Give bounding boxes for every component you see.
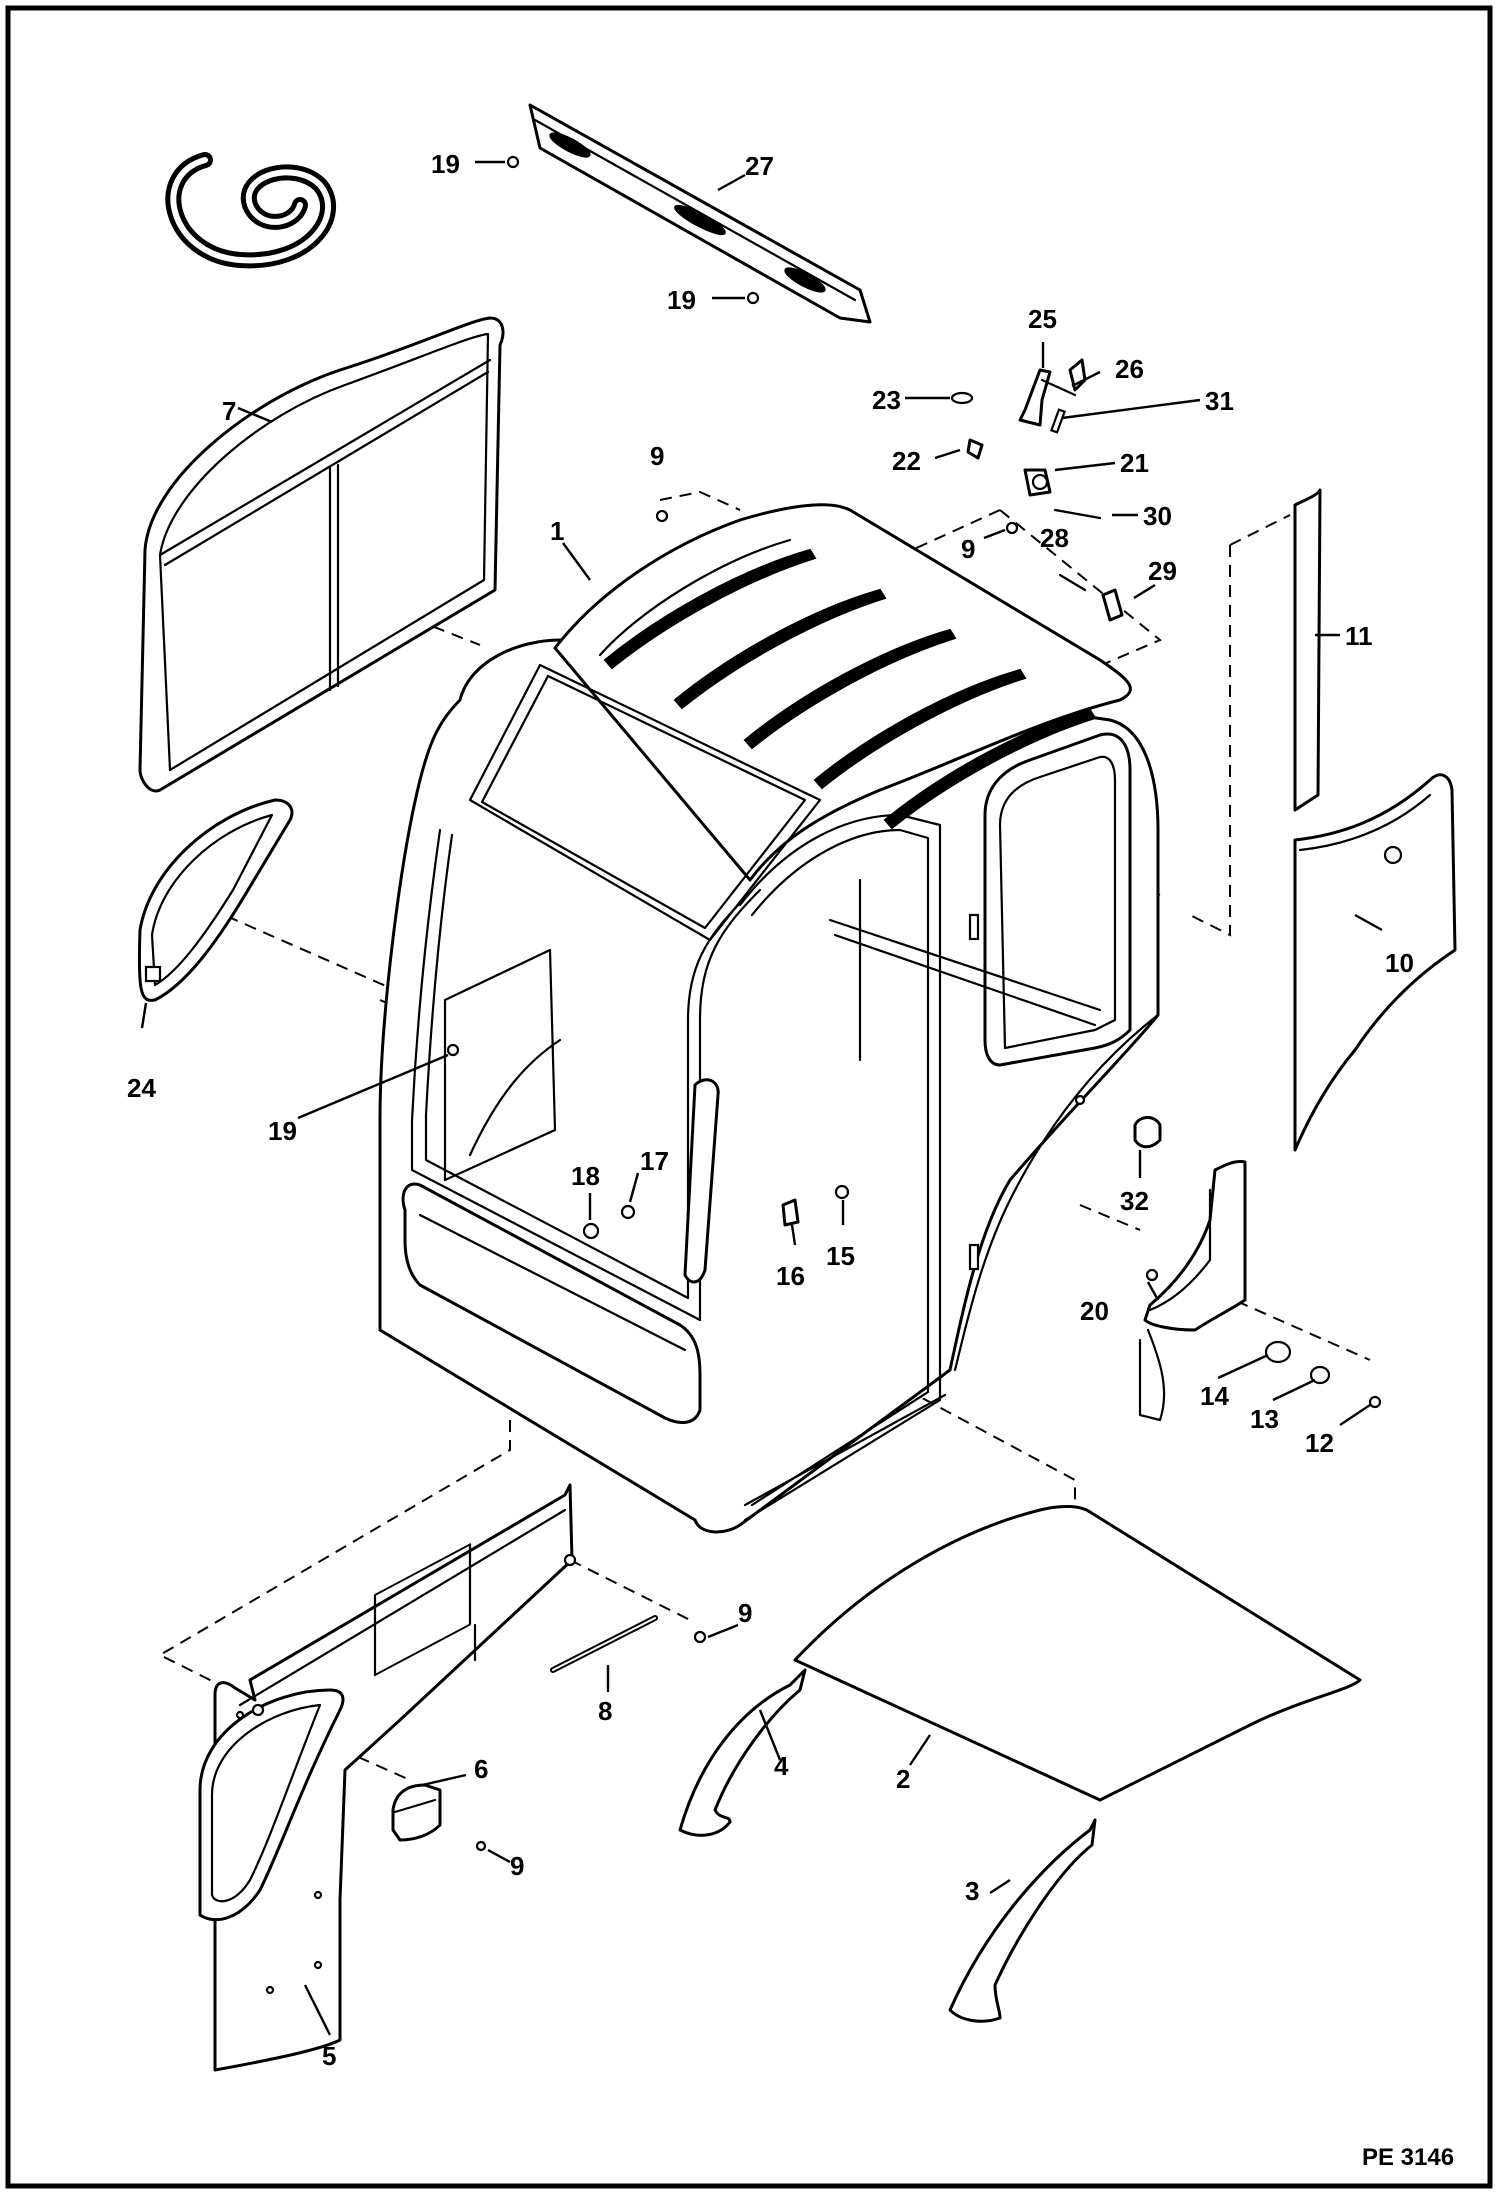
part-9-fastener: [1005, 521, 1019, 535]
callout-8: 8: [598, 1696, 612, 1726]
callout-17: 17: [640, 1146, 669, 1176]
part-23-bolt: [950, 391, 974, 405]
callout-24: 24: [127, 1073, 156, 1103]
callout-19: 19: [268, 1116, 297, 1146]
callout-23: 23: [872, 385, 901, 415]
part-31-pin: [1050, 408, 1066, 434]
callout-2: 2: [896, 1764, 910, 1794]
part-6-cup-holder: [391, 1783, 487, 1852]
callout-21: 21: [1120, 448, 1149, 478]
part-10-corner-panel: [1293, 773, 1457, 1152]
part-25-latch-bracket: [1018, 368, 1077, 427]
part-5-side-panel: [198, 1483, 577, 2072]
callout-29: 29: [1148, 556, 1177, 586]
part-18-nut: [582, 1222, 600, 1240]
callout-9: 9: [510, 1851, 524, 1881]
part-17-washer: [620, 1204, 636, 1220]
part-16-clip: [781, 1198, 800, 1227]
part-27-headliner: [506, 103, 872, 324]
part-20-side-bracket: [1138, 1160, 1247, 1422]
callout-20: 20: [1080, 1296, 1109, 1326]
door-seal-coil: [165, 152, 337, 269]
callout-4: 4: [774, 1751, 789, 1781]
callout-5: 5: [322, 2041, 336, 2071]
callout-7: 7: [222, 396, 236, 426]
small-hardware-center: [446, 1043, 850, 1240]
callout-28: 28: [1040, 523, 1069, 553]
part-14-washer: [1264, 1340, 1292, 1364]
callout-30: 30: [1143, 501, 1172, 531]
part-19-grommet-left: [446, 1043, 460, 1057]
callout-13: 13: [1250, 1404, 1279, 1434]
callout-32: 32: [1120, 1186, 1149, 1216]
callout-16: 16: [776, 1261, 805, 1291]
mount-hardware-right: [1264, 1340, 1382, 1409]
part-2-floor-mat: [793, 1505, 1362, 1802]
part-7-window-frame: [138, 316, 505, 793]
callout-12: 12: [1305, 1428, 1334, 1458]
drawing-border: [5, 5, 1493, 2189]
part-30-screw: [1053, 508, 1102, 520]
part-11-trim-strip: [1293, 488, 1322, 812]
part-28-screw: [1058, 573, 1087, 592]
callout-22: 22: [892, 446, 921, 476]
callout-19: 19: [667, 285, 696, 315]
callout-31: 31: [1205, 386, 1234, 416]
part-22-clip: [966, 438, 984, 460]
callout-14: 14: [1200, 1381, 1229, 1411]
part-24-quarter-glass: [137, 798, 294, 1002]
drawing-code: PE 3146: [1362, 2144, 1454, 2171]
leader-lines: [140, 160, 1383, 2036]
callout-18: 18: [571, 1161, 600, 1191]
part-13-nut: [1309, 1365, 1331, 1385]
callout-11: 11: [1345, 621, 1373, 651]
callout-15: 15: [826, 1241, 855, 1271]
part-15-screw: [834, 1184, 850, 1200]
callout-26: 26: [1115, 354, 1144, 384]
part-9-fastener-roof: [655, 509, 669, 523]
callout-25: 25: [1028, 304, 1057, 334]
callout-6: 6: [474, 1754, 488, 1784]
callout-9: 9: [738, 1598, 752, 1628]
callout-10: 10: [1385, 948, 1414, 978]
part-12-bolt: [1368, 1395, 1382, 1409]
part-32-bumper: [1074, 1094, 1162, 1149]
callout-27: 27: [745, 151, 774, 181]
callout-1: 1: [550, 516, 564, 546]
part-8-rod: [550, 1615, 707, 1673]
callout-19: 19: [431, 149, 460, 179]
callout-9: 9: [961, 534, 975, 564]
callout-labels: 19 19 27 7 1 9 25 26 23 31 22 21 30 9 28…: [127, 149, 1414, 2071]
part-29-catch: [1101, 588, 1124, 622]
callout-3: 3: [965, 1876, 979, 1906]
part-1-cab: [378, 503, 1160, 1534]
part-4-floor-trim-left: [678, 1668, 807, 1837]
callout-9: 9: [650, 441, 664, 471]
part-3-floor-trim-right: [948, 1818, 1097, 2023]
